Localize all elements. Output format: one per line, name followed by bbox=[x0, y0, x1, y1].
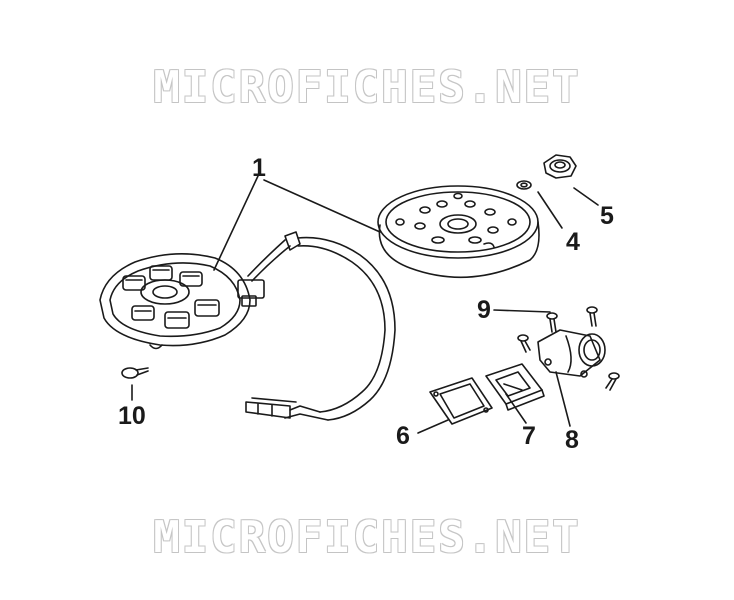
leader-lines bbox=[131, 175, 599, 434]
callout-8: 8 bbox=[565, 426, 579, 454]
callout-9: 9 bbox=[477, 296, 491, 324]
callout-4: 4 bbox=[566, 228, 580, 256]
flywheel-rotor bbox=[377, 185, 540, 279]
gasket bbox=[429, 377, 493, 425]
intake-manifold bbox=[537, 329, 606, 378]
callout-7: 7 bbox=[522, 422, 536, 450]
manifold-bolts bbox=[517, 306, 620, 391]
stator-plate bbox=[99, 253, 265, 350]
watermark-top: MICROFICHES.NET bbox=[153, 62, 581, 113]
callout-6: 6 bbox=[396, 422, 410, 450]
watermark-bottom: MICROFICHES.NET bbox=[153, 512, 581, 563]
wiring-harness bbox=[245, 231, 396, 421]
callout-1: 1 bbox=[252, 154, 266, 182]
callout-10: 10 bbox=[118, 402, 146, 430]
washer bbox=[516, 180, 532, 190]
reed-valve bbox=[485, 363, 545, 411]
flywheel-nut bbox=[543, 154, 577, 179]
stator-screw bbox=[121, 367, 149, 379]
callout-5: 5 bbox=[600, 202, 614, 230]
